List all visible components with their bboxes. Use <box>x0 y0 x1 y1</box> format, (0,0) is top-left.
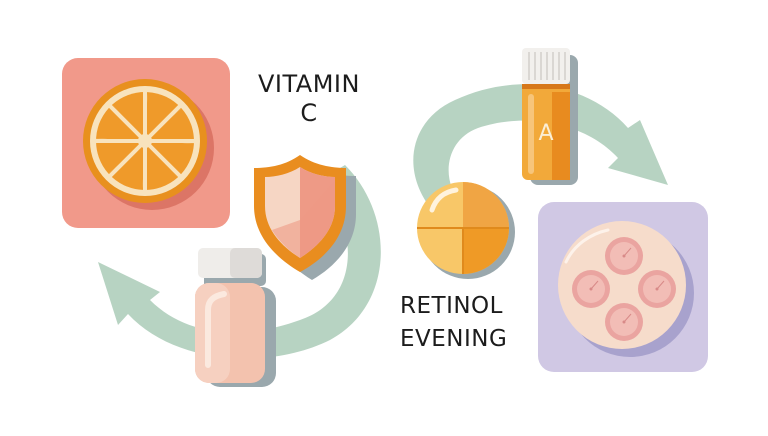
retinol-vial-icon: A <box>522 48 578 185</box>
orange-slice-icon <box>62 58 230 228</box>
shield-icon <box>254 155 356 280</box>
vitamin-c-label-line1: VITAMIN <box>258 70 360 98</box>
retinol-label-line1: RETINOL <box>400 293 503 319</box>
skin-cells-dish-icon <box>538 202 708 372</box>
vial-letter: A <box>538 121 553 146</box>
vitamin-c-label: VITAMIN C <box>244 70 374 128</box>
capsule-pill-icon <box>417 182 515 279</box>
serum-bottle-icon <box>195 248 276 387</box>
retinol-label-line2: EVENING <box>400 326 508 353</box>
cycle-arrow-right-icon <box>413 84 668 210</box>
retinol-evening-label: RETINOL EVENING <box>400 290 540 357</box>
vitamin-c-label-line2: C <box>300 98 318 127</box>
